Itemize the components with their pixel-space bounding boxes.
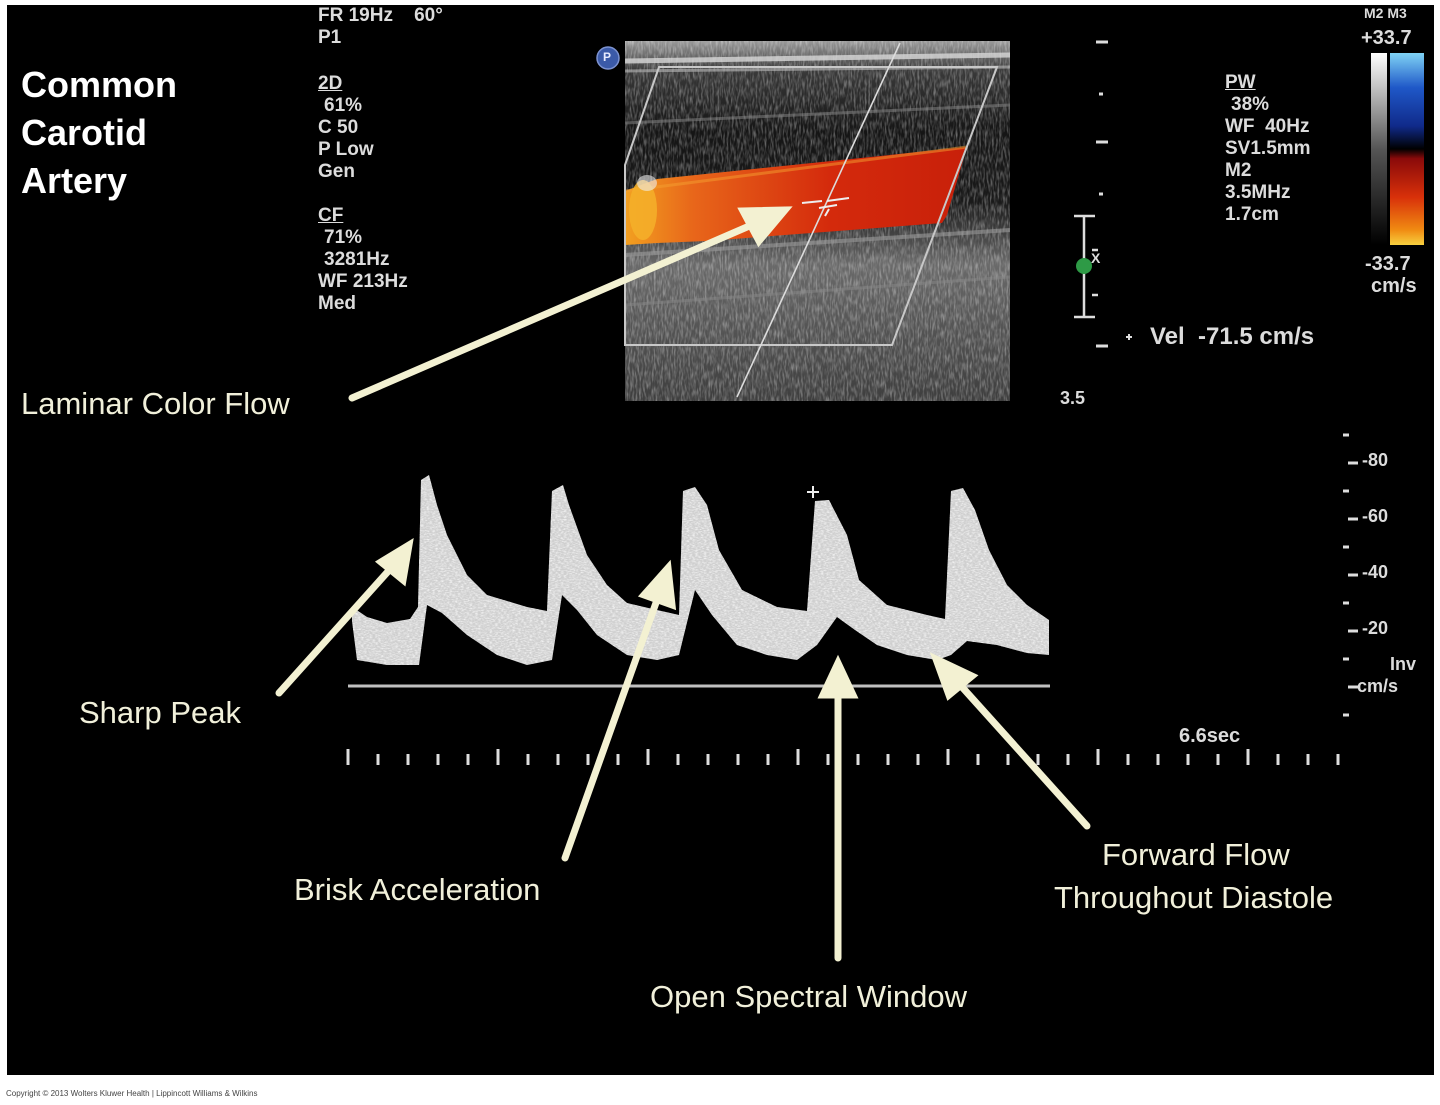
params-2d-compress: C 50 — [318, 117, 359, 138]
annotation-arrows — [275, 206, 1091, 962]
frame-rate-block: FR 19Hz 60° P1 — [318, 5, 443, 49]
params-cf-wall-filter: WF 213Hz — [318, 271, 408, 292]
params-2d-persist: P Low — [318, 139, 374, 160]
probe-icon-letter: P — [603, 50, 612, 64]
label-forward-flow: Forward Flow — [1102, 837, 1290, 872]
probe-orientation-icon — [596, 46, 620, 70]
colorbar-mode: M2 M3 — [1364, 5, 1407, 21]
arrow-sharp-peak-head — [374, 538, 414, 587]
colorbar-unit: cm/s — [1371, 275, 1417, 297]
arrow-laminar-head — [737, 206, 793, 248]
params-cf-header: CF — [318, 205, 344, 226]
label-throughout-diastole: Throughout Diastole — [1054, 880, 1334, 915]
params-pw-sample-volume: SV1.5mm — [1225, 138, 1311, 159]
colorbar-max: +33.7 — [1361, 27, 1412, 49]
spectral-waveform — [352, 475, 1049, 665]
params-pw: PW 38% WF 40Hz SV1.5mm M2 3.5MHz 1.7cm — [1225, 72, 1311, 226]
scale-tick-20: -20 — [1362, 618, 1389, 638]
arrow-brisk — [561, 596, 661, 862]
grayscale-bar — [1371, 53, 1387, 245]
scale-unit: cm/s — [1357, 676, 1399, 696]
arrow-forward-flow — [958, 683, 1091, 830]
velocity-readout: Vel -71.5 cm/s — [1150, 323, 1315, 350]
label-sharp-peak: Sharp Peak — [79, 695, 241, 730]
arrow-laminar — [348, 223, 751, 402]
frame-rate-text: FR 19Hz 60° — [318, 5, 443, 26]
params-cf-gain: 71% — [324, 227, 363, 248]
copyright-text: Copyright © 2013 Wolters Kluwer Health |… — [6, 1089, 258, 1098]
color-box — [624, 66, 999, 346]
params-pw-gain: 38% — [1231, 94, 1270, 115]
params-cf: CF 71% 3281Hz WF 213Hz Med — [318, 205, 408, 315]
params-pw-mode: M2 — [1225, 160, 1252, 181]
exam-title: Common Carotid Artery — [21, 61, 177, 205]
title-line-3: Artery — [21, 160, 128, 201]
ultrasound-graphics: X — [275, 40, 1424, 962]
preset-text: P1 — [318, 27, 342, 48]
velocity-scale-axis — [1343, 433, 1358, 717]
scale-inv-label: Inv — [1390, 654, 1417, 674]
label-open-spectral-window: Open Spectral Window — [650, 979, 968, 1014]
velocity-colorbar — [1390, 53, 1424, 245]
arrow-forward-flow-head — [929, 652, 979, 701]
params-pw-depth: 1.7cm — [1225, 204, 1279, 225]
scale-tick-60: -60 — [1362, 506, 1389, 526]
params-2d-freq: Gen — [318, 161, 355, 182]
params-cf-prf: 3281Hz — [324, 249, 390, 270]
arrow-window-head — [817, 654, 859, 699]
arrow-brisk-head — [637, 559, 677, 611]
gate-position-marker — [1076, 258, 1092, 274]
label-brisk-acceleration: Brisk Acceleration — [294, 872, 541, 907]
label-laminar-color-flow: Laminar Color Flow — [21, 386, 290, 421]
params-2d-gain: 61% — [324, 95, 363, 116]
depth-mark: 3.5 — [1060, 388, 1086, 408]
arrow-sharp-peak — [275, 563, 396, 697]
time-axis — [346, 749, 1340, 765]
scale-tick-40: -40 — [1362, 562, 1389, 582]
params-pw-wall-filter: WF 40Hz — [1225, 116, 1310, 137]
colorbar-min: -33.7 — [1365, 253, 1411, 275]
title-line-1: Common — [21, 64, 177, 105]
params-2d-header: 2D — [318, 73, 343, 94]
color-flow-region — [625, 147, 967, 245]
sample-gate — [801, 197, 850, 217]
params-cf-sensitivity: Med — [318, 293, 356, 314]
params-pw-header: PW — [1225, 72, 1256, 93]
peak-cursor-icon — [807, 486, 819, 498]
title-line-2: Carotid — [21, 112, 147, 153]
scale-tick-80: -80 — [1362, 450, 1389, 470]
vel-cursor-icon — [1126, 334, 1132, 340]
params-2d: 2D 61% C 50 P Low Gen — [318, 73, 374, 183]
time-label: 6.6sec — [1179, 725, 1241, 747]
svg-text:X: X — [1091, 250, 1101, 266]
ultrasound-screen: Common Carotid Artery FR 19Hz 60° P1 2D … — [7, 5, 1434, 1075]
params-pw-frequency: 3.5MHz — [1225, 182, 1291, 203]
depth-scale — [1096, 40, 1108, 348]
doppler-cursor-line — [736, 42, 901, 398]
